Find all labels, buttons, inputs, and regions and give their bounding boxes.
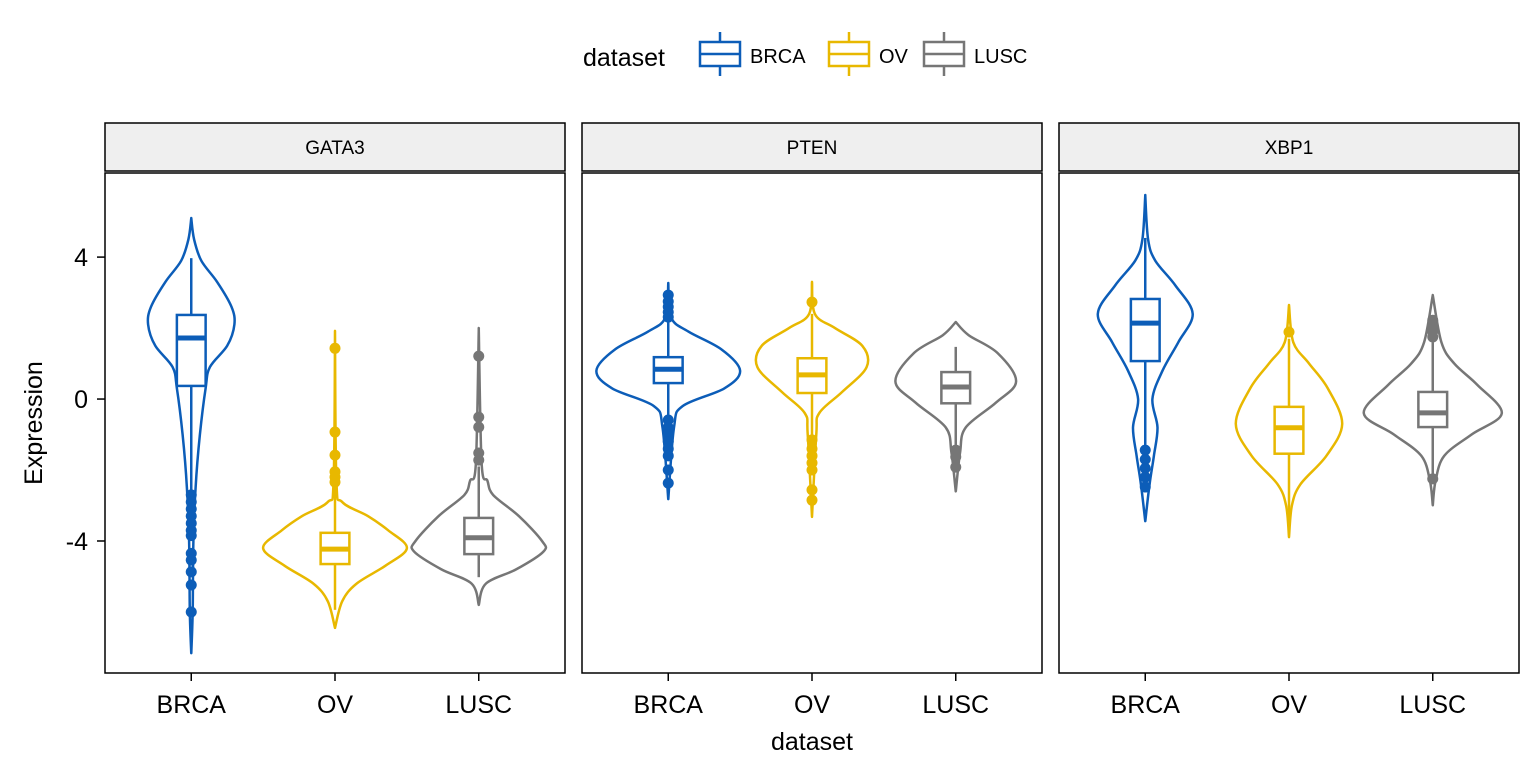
violin	[1362, 293, 1504, 507]
outlier-point	[1427, 331, 1439, 343]
outlier-point	[1139, 444, 1151, 456]
outlier-point	[185, 579, 197, 591]
outlier-point	[1427, 473, 1439, 485]
outlier-point	[329, 476, 341, 488]
outlier-point	[662, 477, 674, 489]
violin	[894, 320, 1018, 493]
facet-strip	[581, 122, 1043, 172]
outlier-point	[1283, 326, 1295, 338]
violin	[261, 329, 409, 630]
outlier-point	[185, 554, 197, 566]
outlier-point	[806, 494, 818, 506]
violin	[1096, 193, 1194, 523]
facet-strip-label: XBP1	[1265, 138, 1314, 159]
outlier-point	[662, 464, 674, 476]
outlier-point	[662, 311, 674, 323]
outlier-point	[329, 449, 341, 461]
outlier-point	[329, 342, 341, 354]
facet-strip-label: GATA3	[305, 138, 364, 159]
legend-label: LUSC	[974, 46, 1027, 68]
legend-title: dataset	[583, 44, 665, 72]
x-tick-label: BRCA	[157, 691, 227, 719]
outlier-point	[1139, 462, 1151, 474]
outlier-point	[185, 606, 197, 618]
x-tick-label: OV	[1271, 691, 1307, 719]
legend-entry-ov: OV	[827, 32, 909, 76]
facet-strip	[104, 122, 566, 172]
legend-label: BRCA	[750, 46, 806, 68]
outlier-point	[1139, 471, 1151, 483]
outlier-point	[185, 566, 197, 578]
y-axis: Expression -4 0 4	[20, 244, 105, 556]
outlier-point	[806, 434, 818, 446]
group-ov	[754, 280, 870, 519]
outlier-point	[806, 296, 818, 308]
y-axis-label: Expression	[20, 361, 48, 485]
outlier-point	[662, 450, 674, 462]
outlier-point	[473, 421, 485, 433]
outlier-point	[473, 411, 485, 423]
x-tick-label: LUSC	[922, 691, 989, 719]
outlier-point	[473, 454, 485, 466]
box	[1417, 390, 1449, 429]
outlier-point	[950, 451, 962, 463]
legend: dataset BRCA OV LUSC	[583, 32, 1027, 76]
box	[175, 313, 207, 388]
x-tick-label: OV	[317, 691, 353, 719]
facet-pten: PTEN BRCA OV LUSC	[581, 122, 1043, 719]
group-brca	[146, 216, 236, 655]
y-tick-label: 4	[74, 244, 88, 272]
facet-strip-label: PTEN	[787, 138, 838, 159]
outlier-point	[806, 484, 818, 496]
y-tick-label: -4	[66, 528, 88, 556]
legend-entry-lusc: LUSC	[922, 32, 1027, 76]
outlier-point	[806, 464, 818, 476]
outlier-point	[950, 461, 962, 473]
outlier-point	[185, 530, 197, 542]
group-brca	[595, 281, 742, 501]
outlier-point	[1139, 481, 1151, 493]
x-tick-label: OV	[794, 691, 830, 719]
x-axis-label: dataset	[771, 728, 853, 756]
x-tick-label: LUSC	[445, 691, 512, 719]
legend-label: OV	[879, 46, 909, 68]
legend-entry-brca: BRCA	[698, 32, 806, 76]
group-lusc	[894, 320, 1018, 493]
x-tick-label: BRCA	[1111, 691, 1181, 719]
outlier-point	[1139, 453, 1151, 465]
group-lusc	[1362, 293, 1504, 507]
violin	[146, 216, 236, 655]
group-lusc	[410, 326, 548, 607]
group-ov	[261, 329, 409, 630]
violin	[754, 280, 870, 519]
violin	[410, 326, 548, 607]
box	[1129, 297, 1161, 363]
violin	[1234, 303, 1344, 539]
x-tick-label: LUSC	[1399, 691, 1466, 719]
group-ov	[1234, 303, 1344, 539]
violin	[595, 281, 742, 501]
facet-strip	[1058, 122, 1520, 172]
outlier-point	[329, 426, 341, 438]
outlier-point	[473, 350, 485, 362]
x-tick-label: BRCA	[634, 691, 704, 719]
y-tick-label: 0	[74, 386, 88, 414]
group-brca	[1096, 193, 1194, 523]
